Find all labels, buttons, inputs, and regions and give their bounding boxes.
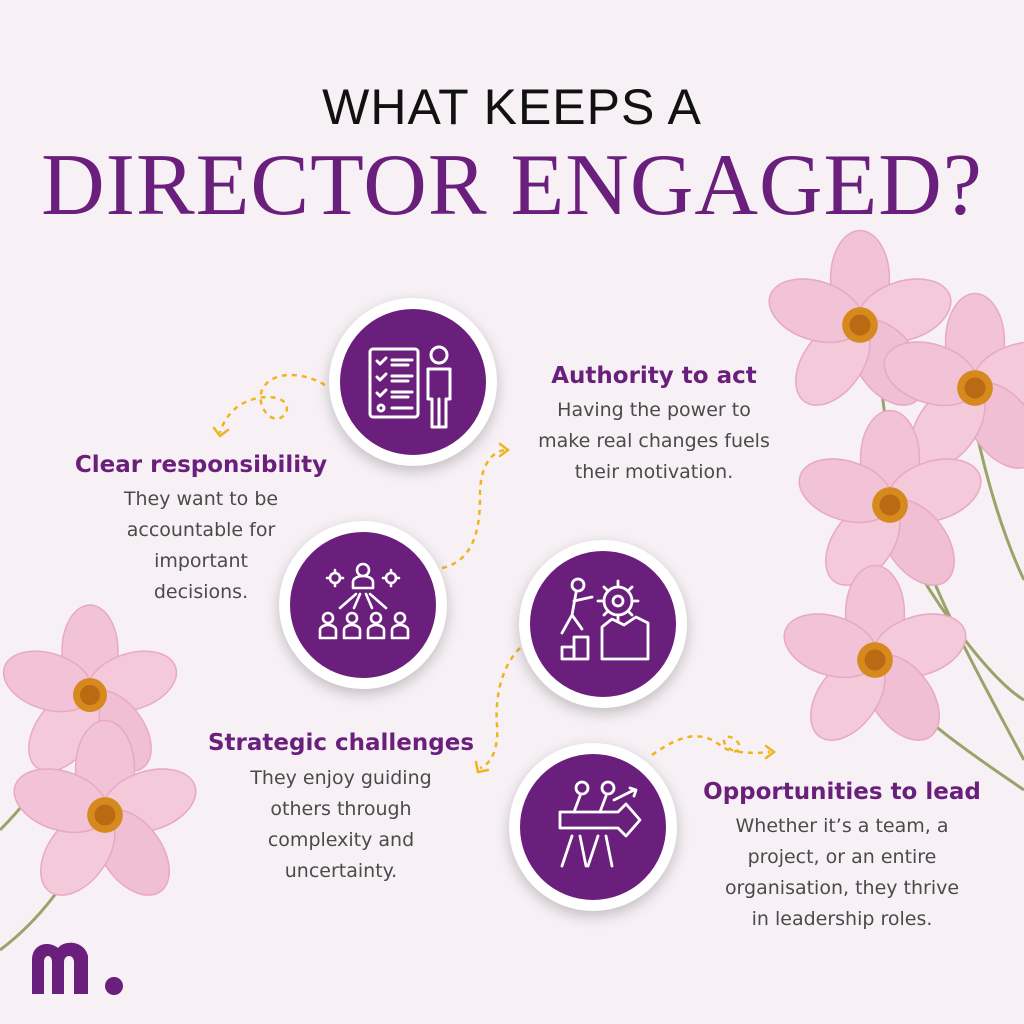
body-line: project, or an entire: [747, 846, 937, 868]
title-line-1: WHAT KEEPS A: [322, 79, 702, 135]
body-line: in leadership roles.: [751, 908, 933, 930]
leader-pointing-icon: [558, 780, 642, 868]
body-line: others through: [270, 798, 412, 820]
team-hierarchy-icon: [318, 562, 410, 640]
body-line: They enjoy guiding: [250, 767, 432, 789]
heading-authority-to-act: Authority to act: [551, 363, 757, 389]
icon-circle-challenges: [519, 540, 687, 708]
heading-strategic-challenges: Strategic challenges: [207, 730, 475, 756]
body-line: accountable for: [126, 519, 276, 541]
body-authority-to-act: Having the power to make real changes fu…: [514, 395, 794, 488]
body-line: uncertainty.: [284, 860, 398, 882]
body-line: their motivation.: [574, 461, 734, 483]
m-logo-icon: [32, 942, 123, 995]
body-line: They want to be: [123, 488, 279, 510]
body-line: complexity and: [267, 829, 415, 851]
icon-circle-authority: [279, 521, 447, 689]
heading-clear-responsibility: Clear responsibility: [74, 452, 328, 478]
checklist-person-icon: [368, 345, 452, 429]
heading-opportunities-to-lead: Opportunities to lead: [703, 779, 981, 805]
icon-circle-responsibility: [329, 298, 497, 466]
body-line: important: [154, 550, 248, 572]
icon-circle-lead: [509, 743, 677, 911]
body-clear-responsibility: They want to be accountable for importan…: [86, 484, 316, 608]
climbing-gear-icon: [560, 577, 650, 661]
body-strategic-challenges: They enjoy guiding others through comple…: [216, 763, 466, 887]
body-opportunities-to-lead: Whether it’s a team, a project, or an en…: [702, 811, 982, 935]
body-line: decisions.: [153, 581, 249, 603]
body-line: Having the power to: [557, 399, 751, 421]
title-line-2: DIRECTOR ENGAGED?: [41, 137, 983, 234]
body-line: Whether it’s a team, a: [735, 815, 949, 837]
body-line: make real changes fuels: [538, 430, 770, 452]
body-line: organisation, they thrive: [724, 877, 960, 899]
